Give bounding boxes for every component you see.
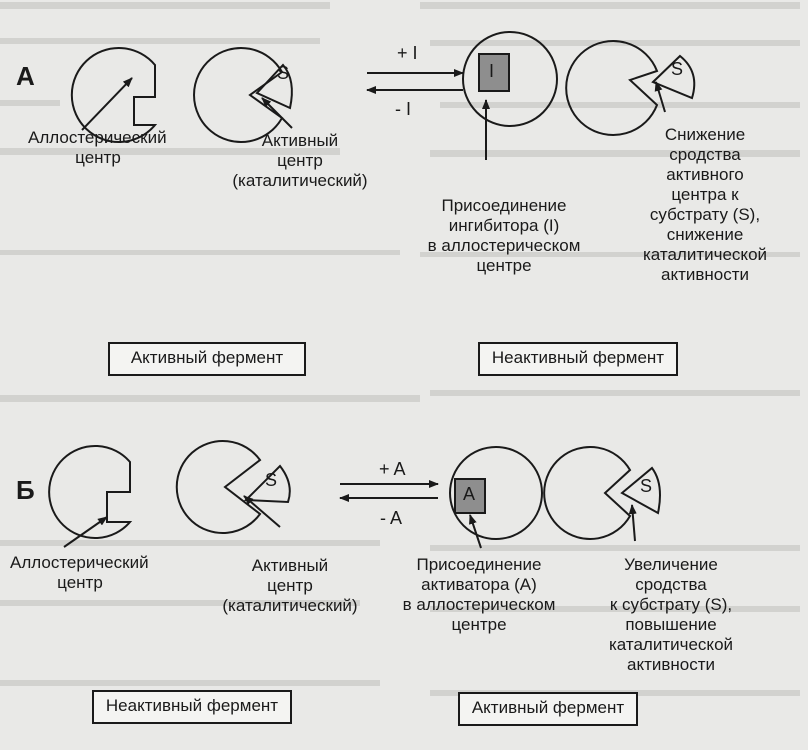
substrate-label: S [671, 59, 684, 79]
substrate-s [620, 466, 661, 515]
substrate-label: S [265, 470, 278, 490]
catalytic-subunit [543, 446, 632, 540]
label-allosteric-center-b: Аллостерический центр [10, 553, 149, 592]
catalytic-subunit [193, 47, 284, 143]
substrate-label: S [640, 476, 653, 496]
state-box-inactive-enzyme-b: Неактивный фермент [92, 690, 292, 724]
label-allosteric-center-a: Аллостерический центр [28, 128, 167, 167]
state-box-active-enzyme-a: Активный фермент [108, 342, 306, 376]
pointer-allosteric-a [81, 77, 133, 131]
pointer-active-a [261, 97, 293, 129]
pointer-affinity-a [654, 81, 666, 113]
inhibitor-i [478, 53, 510, 92]
pointer-active-b [243, 495, 281, 528]
label-active-center-b: Активный центр (каталитический) [222, 556, 358, 615]
activator-a [454, 478, 486, 514]
enzyme-a-active [70, 47, 293, 143]
panel-letter-a: А [16, 61, 35, 91]
arrow-label-minus-i: - I [395, 99, 411, 119]
catalytic-subunit [175, 440, 262, 534]
substrate-s [255, 63, 293, 110]
panel-letter-b: Б [16, 475, 35, 505]
label-affinity-increase: Увеличение сродства к субстрату (S), пов… [608, 555, 734, 674]
substrate-label: S [277, 63, 290, 83]
pointer-allosteric-b [63, 516, 108, 548]
inhibitor-label: I [489, 61, 495, 81]
enzyme-b-active [449, 446, 661, 540]
arrow-label-plus-a: + A [379, 459, 406, 479]
label-affinity-decrease: Снижение сродства активного центра к суб… [642, 125, 768, 284]
arrow-label-minus-a: - A [380, 508, 403, 528]
allosteric-subunit [462, 31, 558, 127]
label-inhibitor-binding: Присоединение ингибитора (I) в аллостери… [427, 196, 581, 275]
allosteric-subunit [449, 446, 543, 540]
label-active-center-a: Активный центр (каталитический) [232, 131, 368, 190]
activator-label: A [463, 484, 476, 504]
substrate-s [651, 54, 696, 100]
pointer-activator-b [469, 514, 482, 549]
state-box-active-enzyme-b: Активный фермент [458, 692, 638, 726]
allosteric-subunit [70, 47, 158, 143]
allosteric-subunit [48, 445, 133, 539]
catalytic-subunit [565, 40, 659, 136]
label-activator-binding: Присоединение активатора (A) в аллостери… [402, 555, 556, 634]
state-box-inactive-enzyme-a: Неактивный фермент [478, 342, 678, 376]
substrate-s [243, 464, 291, 504]
arrow-label-plus-i: + I [397, 43, 418, 63]
pointer-affinity-b [628, 504, 637, 542]
enzyme-b-inactive [48, 440, 291, 539]
enzyme-a-inactive [462, 31, 696, 136]
